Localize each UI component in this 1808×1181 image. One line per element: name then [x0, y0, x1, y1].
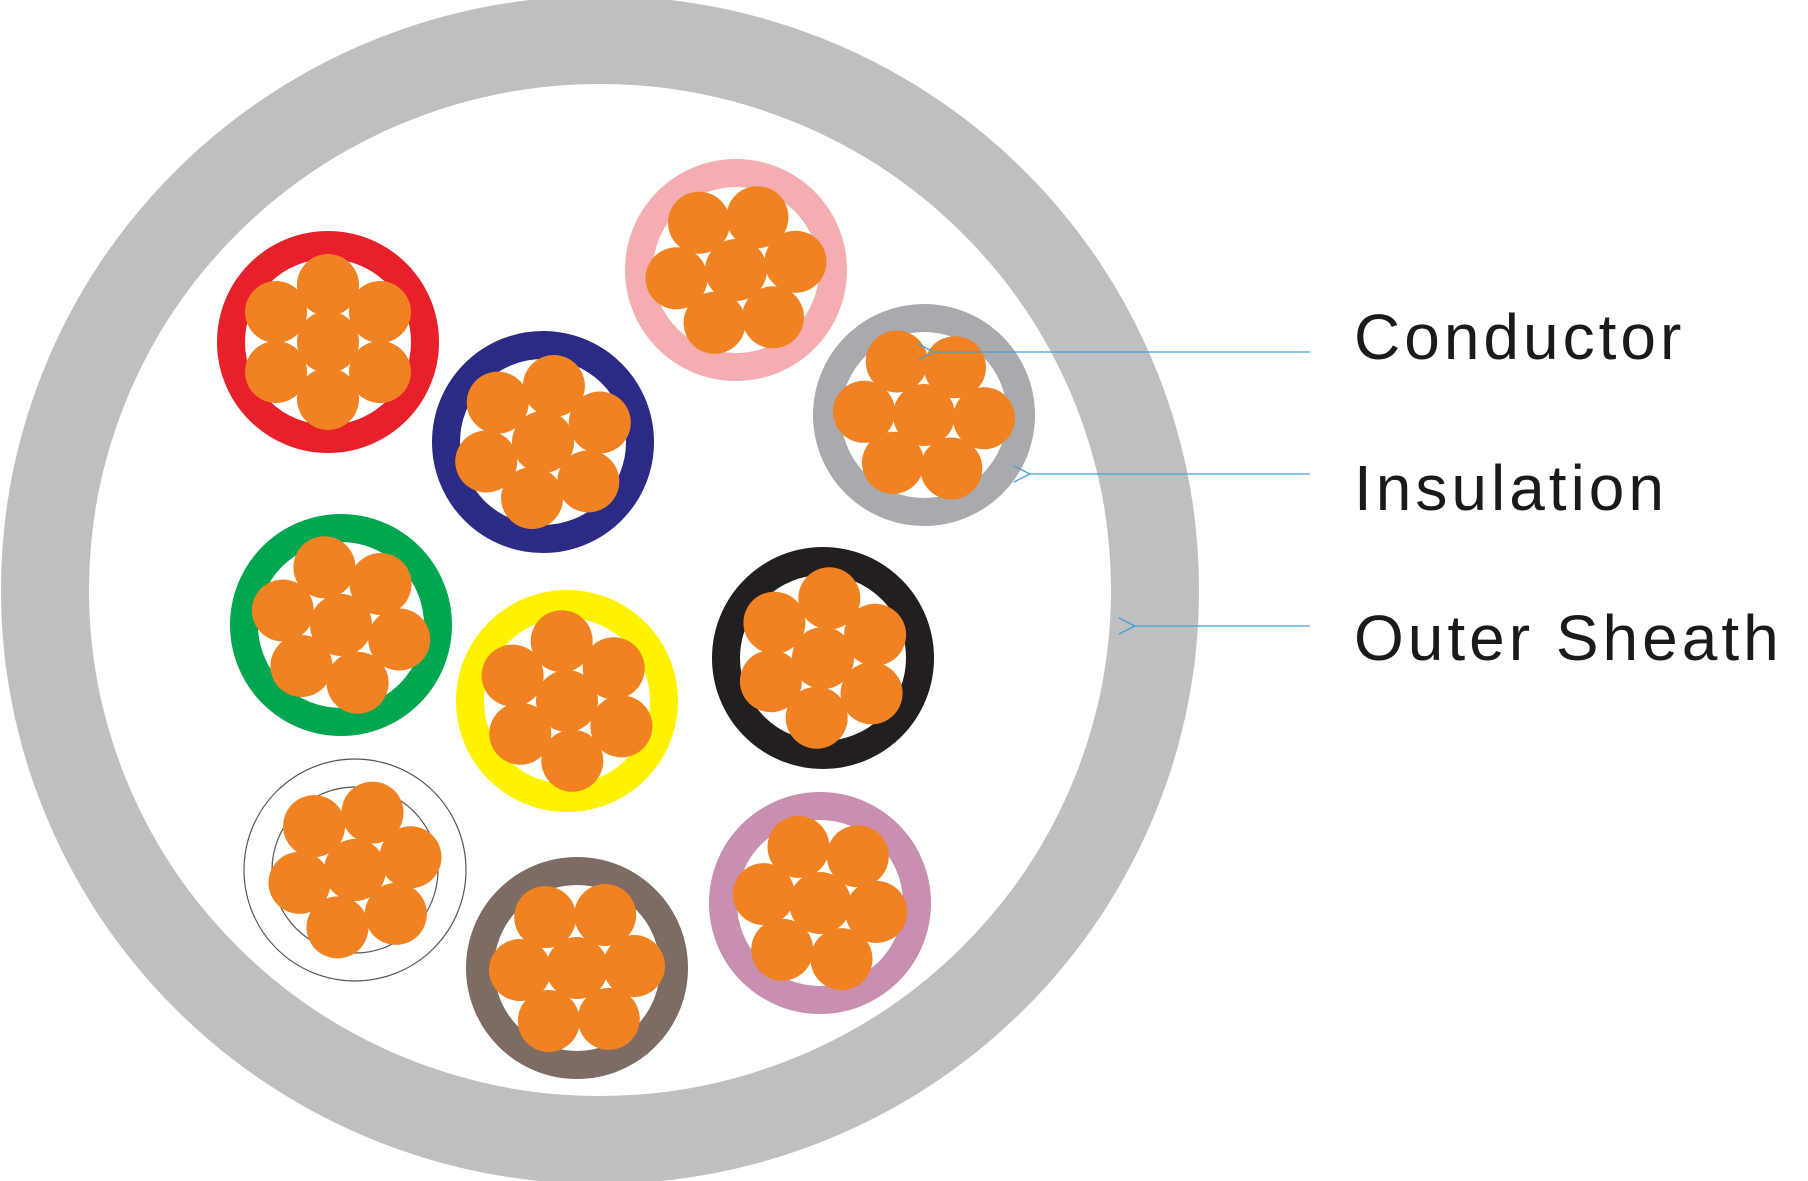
red-core-strand-1 [297, 311, 359, 373]
pink-core-strand-2 [726, 186, 789, 249]
green-core-strand-7 [270, 635, 333, 697]
green-core-strand-3 [293, 536, 356, 599]
outer-sheath-label: Outer Sheath [1354, 602, 1783, 674]
violet-core-strand-1 [789, 872, 851, 934]
white-core-strand-5 [283, 795, 346, 858]
blue-core-strand-7 [501, 467, 564, 529]
black-core-strand-6 [785, 686, 848, 749]
pink-core-strand-7 [683, 291, 746, 354]
yellow-core [456, 590, 678, 812]
blue-core-strand-3 [466, 371, 529, 434]
pink-core-strand-3 [668, 191, 730, 254]
white-core-strand-3 [341, 781, 404, 844]
violet-core-strand-7 [732, 863, 795, 926]
red-core [217, 231, 439, 453]
brown-core-strand-5 [514, 886, 577, 949]
black-core-strand-1 [792, 627, 854, 689]
yellow-core-strand-6 [541, 729, 604, 792]
black-core-strand-5 [743, 591, 806, 654]
white-core [243, 758, 467, 982]
green-core-strand-4 [368, 608, 431, 671]
black-core-strand-2 [844, 603, 907, 666]
violet-core-strand-5 [767, 815, 830, 878]
yellow-core-strand-5 [481, 644, 544, 707]
blue-core [432, 331, 654, 553]
pink-core-strand-1 [705, 239, 767, 301]
brown-core-strand-4 [577, 987, 640, 1050]
grey-core-strand-1 [893, 384, 955, 446]
white-core-strand-4 [364, 882, 427, 945]
black-core-strand-3 [798, 567, 861, 630]
grey-core-strand-3 [865, 330, 928, 393]
green-core-strand-1 [310, 594, 372, 656]
pink-core-strand-5 [645, 247, 708, 310]
violet-core-strand-2 [845, 880, 908, 943]
black-core-strand-4 [840, 662, 903, 725]
brown-core-strand-2 [603, 935, 665, 997]
white-core-strand-7 [268, 851, 331, 914]
brown-core-strand-1 [546, 937, 608, 999]
yellow-core-strand-3 [530, 610, 593, 673]
blue-core-strand-2 [522, 355, 585, 417]
white-core-strand-2 [379, 826, 442, 889]
blue-core-strand-4 [568, 391, 631, 454]
white-core-strand-1 [324, 839, 386, 901]
grey-core [813, 304, 1035, 526]
yellow-core-strand-2 [582, 637, 645, 700]
violet-core-strand-6 [751, 918, 814, 981]
green-core-strand-6 [326, 651, 389, 714]
grey-core-strand-5 [833, 380, 895, 443]
grey-core-strand-6 [920, 437, 983, 500]
grey-core-strand-4 [953, 387, 1015, 450]
black-core [712, 547, 934, 769]
red-core-strand-2 [297, 254, 359, 316]
green-core-strand-5 [251, 579, 314, 642]
pink-core-strand-6 [742, 286, 804, 349]
yellow-core-strand-7 [489, 702, 552, 765]
yellow-core-strand-1 [536, 670, 598, 732]
blue-core-strand-5 [455, 430, 518, 493]
black-core-strand-7 [739, 650, 802, 713]
green-core [230, 514, 452, 736]
blue-core-strand-6 [557, 450, 620, 513]
red-core-strand-7 [297, 368, 359, 430]
red-core-strand-3 [245, 281, 307, 343]
red-core-strand-6 [349, 341, 411, 403]
insulated-cores [217, 159, 1035, 1079]
insulation-label: Insulation [1354, 452, 1668, 524]
brown-core-strand-6 [517, 990, 580, 1052]
red-core-strand-4 [349, 281, 411, 343]
brown-core-strand-7 [489, 939, 551, 1001]
violet-core [709, 792, 931, 1014]
green-core-strand-2 [349, 553, 412, 615]
pink-core-strand-4 [764, 230, 827, 293]
yellow-core-strand-4 [590, 695, 653, 758]
violet-core-strand-3 [826, 825, 889, 888]
pink-core [625, 159, 847, 381]
red-core-strand-5 [245, 341, 307, 403]
grey-core-strand-7 [862, 431, 924, 494]
violet-core-strand-4 [810, 928, 873, 991]
blue-core-strand-1 [512, 411, 574, 473]
brown-core [466, 857, 688, 1079]
brown-core-strand-3 [574, 884, 637, 946]
white-core-strand-6 [306, 896, 369, 959]
white-core-outline-outer [243, 758, 467, 982]
conductor-label: Conductor [1354, 301, 1685, 373]
